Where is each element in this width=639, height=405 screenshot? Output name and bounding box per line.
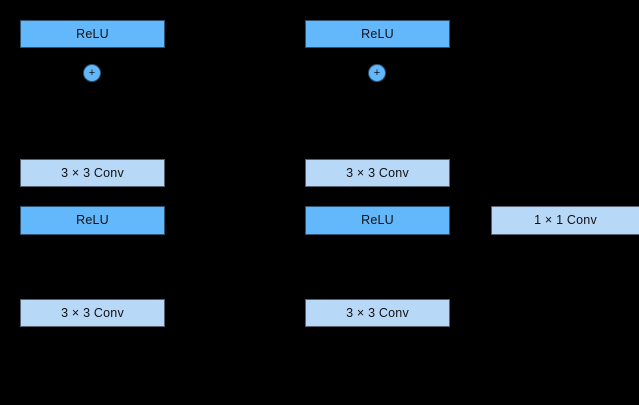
node-right-conv-upper[interactable]: 3 × 3 Conv	[305, 159, 450, 187]
node-left-relu-mid[interactable]: ReLU	[20, 206, 165, 235]
node-left-conv-lower[interactable]: 3 × 3 Conv	[20, 299, 165, 327]
add-operator-left[interactable]: +	[83, 64, 101, 82]
node-right-relu-mid[interactable]: ReLU	[305, 206, 450, 235]
node-right-conv-lower[interactable]: 3 × 3 Conv	[305, 299, 450, 327]
node-left-relu-top[interactable]: ReLU	[20, 20, 165, 48]
node-right-relu-top[interactable]: ReLU	[305, 20, 450, 48]
add-operator-right[interactable]: +	[368, 64, 386, 82]
node-right-conv-1x1-shortcut[interactable]: 1 × 1 Conv	[491, 206, 639, 235]
node-left-conv-upper[interactable]: 3 × 3 Conv	[20, 159, 165, 187]
